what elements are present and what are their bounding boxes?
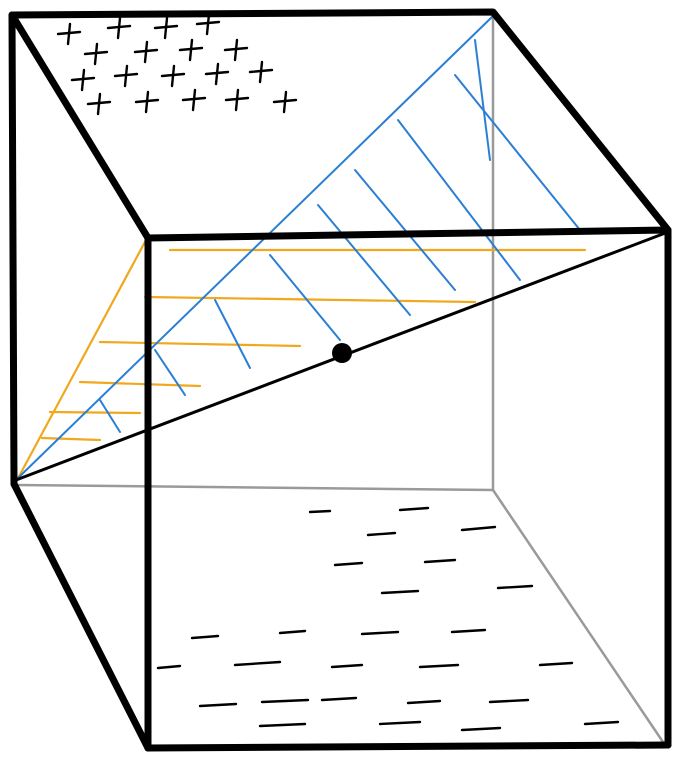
cube-left-back-edge [8, 11, 18, 488]
cross-mark [153, 16, 179, 40]
dash-mark [450, 628, 487, 634]
dash-mark [308, 509, 332, 514]
blue-hatch [154, 349, 186, 396]
cross-mark [248, 60, 274, 84]
cross-mark [113, 64, 139, 88]
dash-mark [538, 661, 574, 667]
dash-mark [418, 663, 460, 669]
dash-mark [380, 589, 420, 595]
cube-left-bottom-edge [10, 480, 152, 752]
dash-mark [406, 699, 442, 705]
center-point [332, 343, 352, 363]
dash-mark [496, 584, 534, 590]
orange-outline [14, 238, 148, 484]
cross-mark [133, 40, 159, 64]
blue-hatch [99, 399, 121, 433]
hidden-edges [14, 14, 667, 747]
cross-pattern [56, 12, 298, 116]
cube-top-face-outline [8, 8, 672, 242]
blue-hatch [354, 169, 456, 291]
cross-mark [181, 88, 207, 112]
dash-mark [423, 558, 457, 564]
orange-hatch [48, 410, 142, 415]
cube-front-bottom-edge [144, 741, 672, 752]
cross-mark [106, 16, 132, 40]
orange-hatch [40, 436, 102, 442]
cross-mark [86, 92, 112, 116]
dash-mark [190, 634, 220, 640]
cross-mark [224, 88, 250, 112]
blue-plane-edge [15, 15, 494, 481]
blue-hatch [214, 299, 251, 369]
cross-mark [204, 62, 230, 86]
dash-mark [260, 698, 310, 704]
dash-mark [583, 720, 620, 726]
dash-mark [460, 525, 497, 532]
dash-mark [488, 698, 530, 704]
blue-hatch [269, 254, 341, 341]
hidden-edge-bottom-back [14, 483, 495, 492]
blue-hatch [474, 39, 491, 161]
cross-mark [272, 90, 298, 114]
orange-hatch [143, 295, 477, 304]
dash-mark [156, 664, 182, 670]
cross-mark [83, 42, 109, 66]
dash-mark [320, 696, 358, 702]
blue-hatched-plane [15, 15, 581, 481]
blue-hatch [397, 119, 521, 281]
cross-mark [56, 22, 82, 46]
dash-mark [233, 660, 282, 667]
dash-mark [333, 561, 364, 567]
dash-mark [360, 630, 400, 636]
dash-mark [258, 722, 307, 728]
blue-hatch [317, 204, 411, 316]
cross-mark [134, 90, 160, 114]
blue-hatch [454, 74, 581, 231]
dash-mark [460, 726, 502, 732]
orange-hatch [98, 340, 302, 348]
hidden-edge-bottom-diagonal [491, 488, 667, 747]
cross-mark [178, 38, 204, 62]
dash-mark [366, 531, 397, 537]
cross-mark [160, 64, 186, 88]
cross-mark [195, 12, 221, 36]
dash-mark [378, 720, 422, 726]
cube-edges [8, 8, 672, 752]
dash-mark [330, 663, 364, 669]
dash-mark [198, 702, 238, 708]
dash-pattern [156, 506, 620, 732]
cross-mark [223, 38, 249, 62]
orange-hatch [78, 380, 202, 388]
cross-mark [70, 68, 96, 92]
dash-mark [398, 506, 430, 512]
dash-mark [278, 629, 307, 635]
orange-hatched-region [14, 238, 587, 484]
